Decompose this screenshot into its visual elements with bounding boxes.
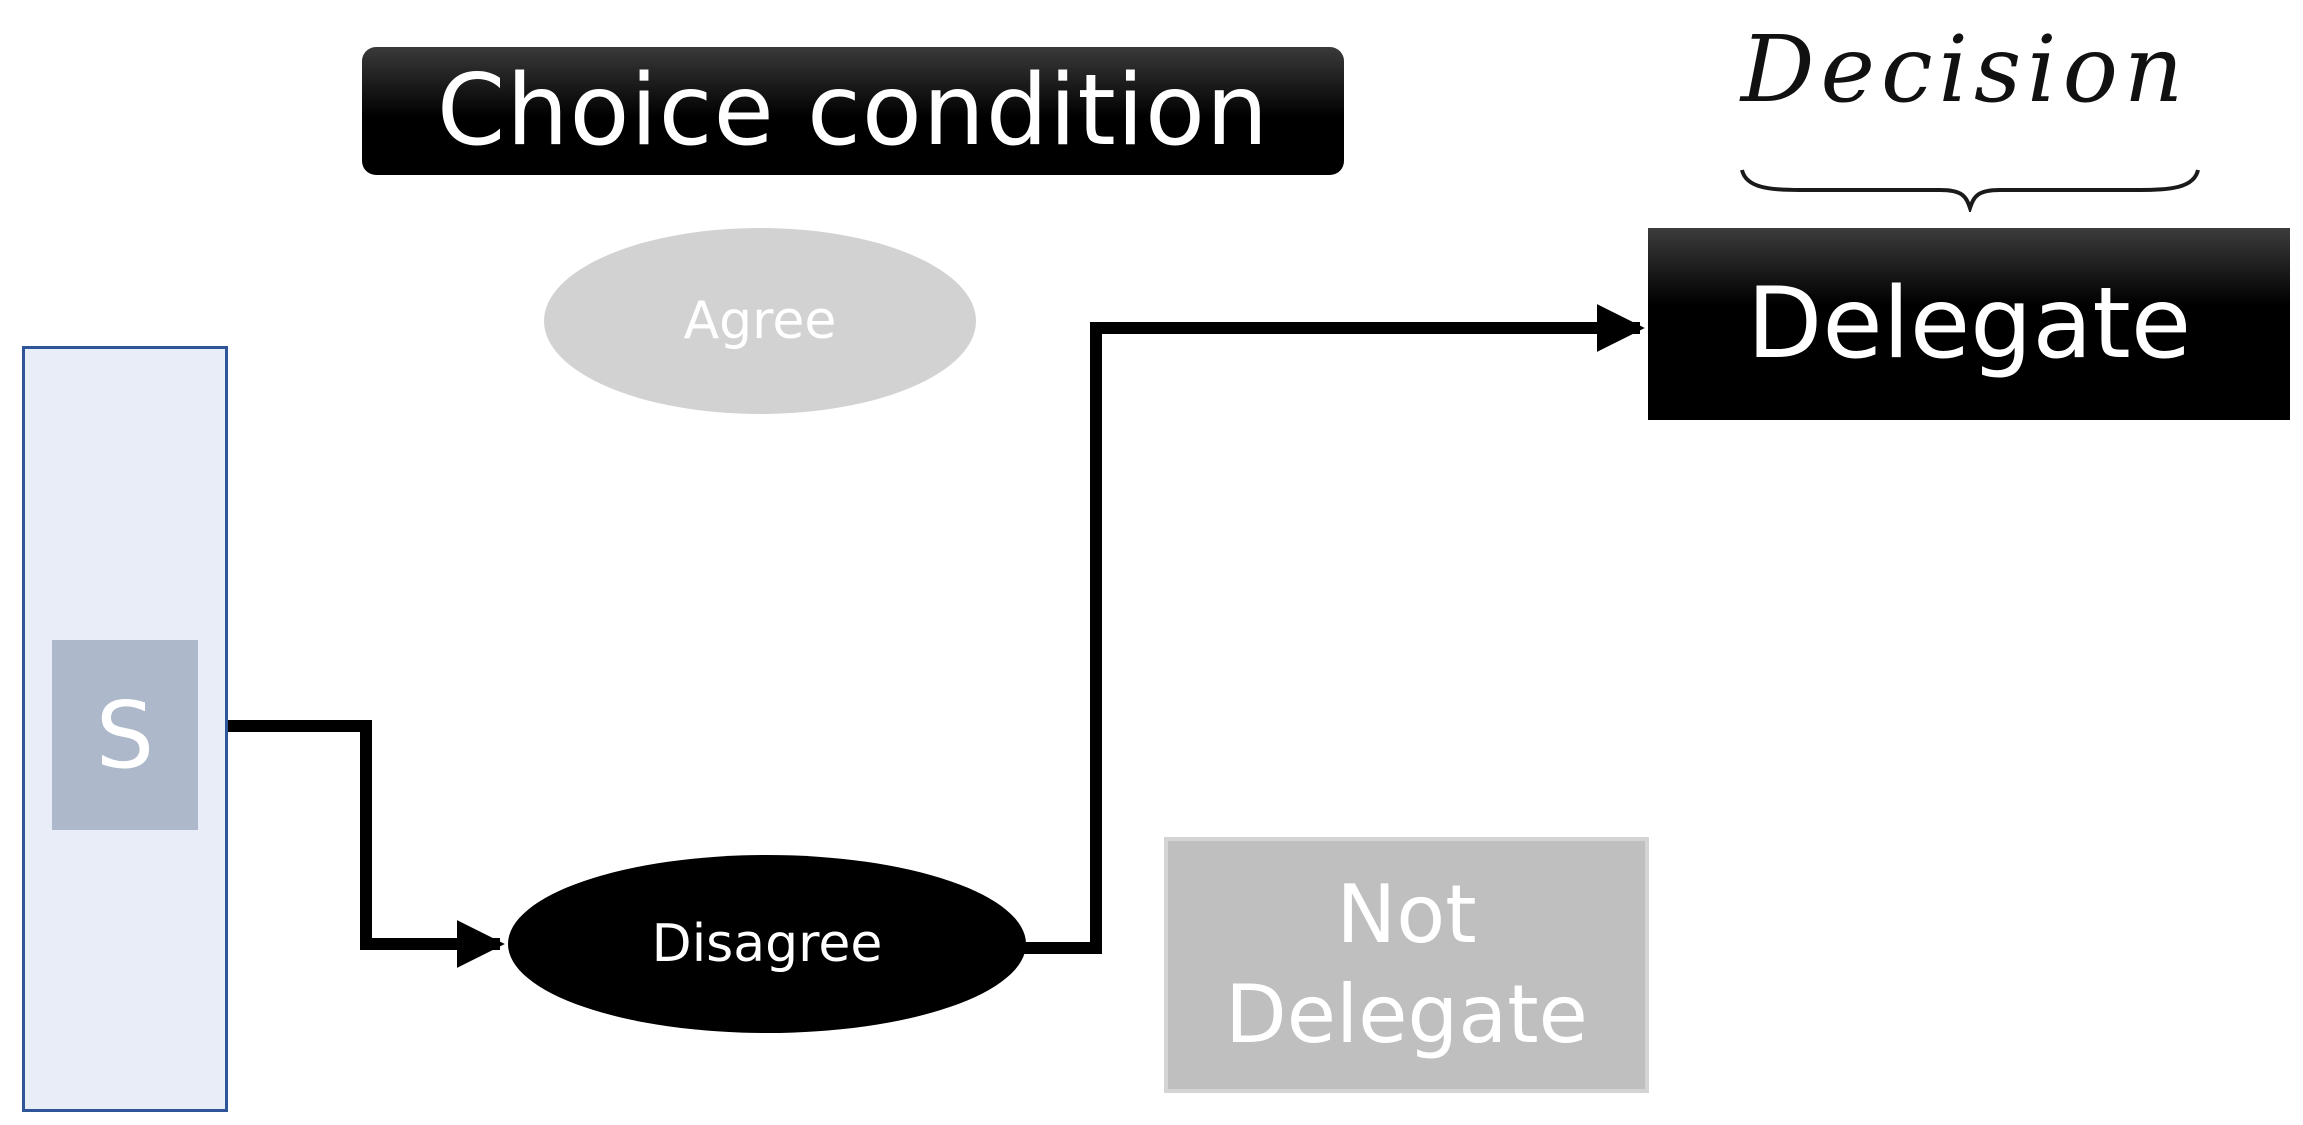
decision-brace: [1740, 169, 2200, 212]
delegate-label: Delegate: [1746, 267, 2192, 381]
not-delegate-label-line1: Not: [1336, 868, 1477, 961]
disagree-to-delegate-arrow: [1024, 304, 1645, 954]
s-box: S: [52, 640, 198, 830]
disagree-label: Disagree: [651, 914, 883, 974]
not-delegate-box: Not Delegate: [1164, 837, 1649, 1093]
delegate-box: Delegate: [1648, 228, 2290, 420]
choice-condition-label: Choice condition: [436, 54, 1270, 168]
not-delegate-label-line2: Delegate: [1225, 968, 1588, 1061]
decision-label: Decision: [1740, 15, 2190, 123]
agree-node: Agree: [544, 228, 976, 414]
s-label: S: [95, 681, 155, 789]
s-to-disagree-arrow: [228, 720, 505, 968]
agree-label: Agree: [683, 291, 837, 351]
choice-condition-header: Choice condition: [362, 47, 1344, 175]
disagree-node: Disagree: [508, 855, 1026, 1033]
